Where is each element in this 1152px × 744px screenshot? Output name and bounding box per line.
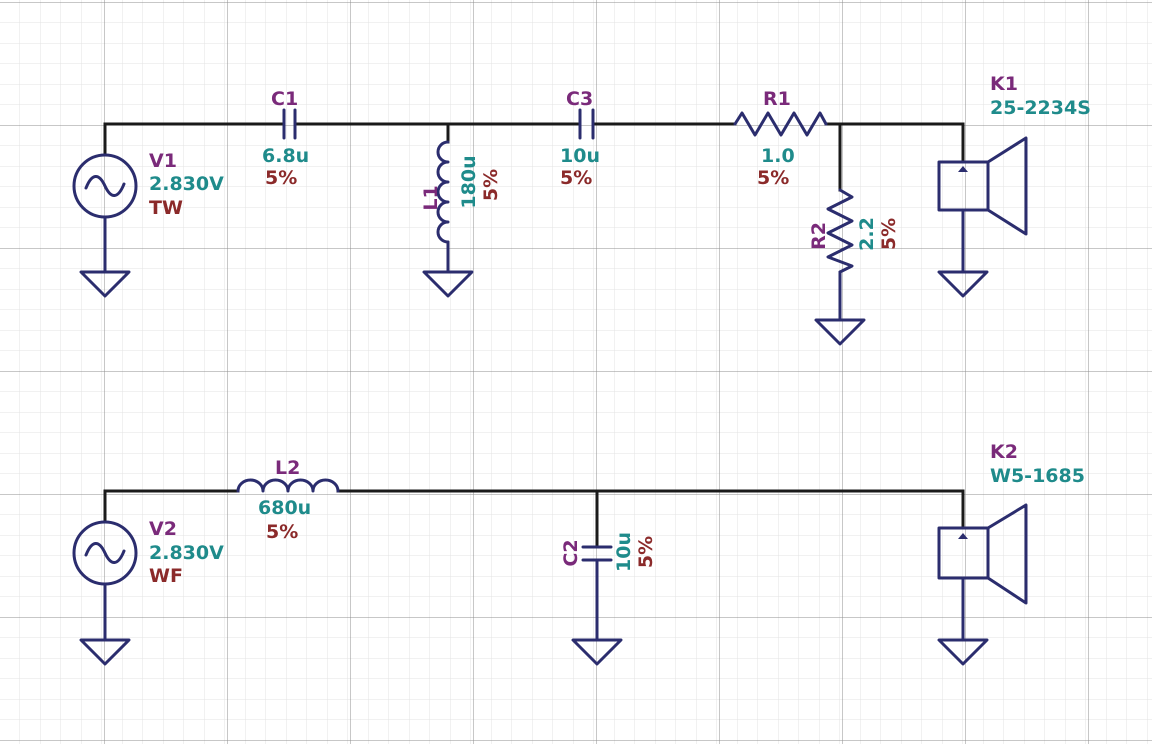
ground-symbol [79,638,131,666]
r1-tolerance-label: 5% [757,167,789,189]
v1-note-label: TW [149,197,183,219]
v2-name-label: V2 [149,518,177,540]
r1-value-label: 1.0 [761,145,795,167]
l2-tolerance-label: 5% [266,521,298,543]
ground-symbol [814,318,866,346]
wires-woofer [103,489,965,549]
ground-symbol [937,638,989,666]
k2-model-label: W5-1685 [990,465,1085,487]
l2-name-label: L2 [275,457,300,479]
voltage-source-v1[interactable] [72,153,138,274]
l1-value-label: 180u [458,155,480,208]
l2-value-label: 680u [258,497,311,519]
capacitor-c3[interactable] [578,108,595,140]
c3-value-label: 10u [560,145,600,167]
wires-tweeter [103,122,965,192]
r2-value-label: 2.2 [856,217,878,251]
v2-value-label: 2.830V [149,542,224,564]
ground-symbol [422,270,474,298]
speaker-k2[interactable] [937,503,1028,642]
capacitor-c1[interactable] [282,108,297,140]
c2-tolerance-label: 5% [635,536,657,568]
speaker-k1[interactable] [937,136,1028,274]
c1-value-label: 6.8u [262,145,309,167]
inductor-l1[interactable] [436,140,450,274]
l1-tolerance-label: 5% [480,169,502,201]
c3-tolerance-label: 5% [560,167,592,189]
inductor-l2[interactable] [236,478,340,493]
v1-name-label: V1 [149,150,177,172]
c2-name-label: C2 [560,539,582,566]
capacitor-c2[interactable] [581,545,613,642]
k2-name-label: K2 [990,441,1018,463]
r2-tolerance-label: 5% [878,218,900,250]
c1-tolerance-label: 5% [265,167,297,189]
l1-name-label: L1 [420,185,442,210]
ground-symbol [79,270,131,298]
voltage-source-v2[interactable] [72,520,138,642]
resistor-r2[interactable] [826,188,854,322]
ground-symbol [571,638,623,666]
k1-model-label: 25-2234S [990,97,1091,119]
r2-name-label: R2 [808,222,830,250]
v1-value-label: 2.830V [149,173,224,195]
c1-name-label: C1 [271,88,298,110]
c2-value-label: 10u [613,532,635,572]
v2-note-label: WF [149,565,183,587]
c3-name-label: C3 [566,88,593,110]
r1-name-label: R1 [763,88,791,110]
ground-symbol [937,270,989,298]
resistor-r1[interactable] [733,111,828,137]
k1-name-label: K1 [990,73,1018,95]
